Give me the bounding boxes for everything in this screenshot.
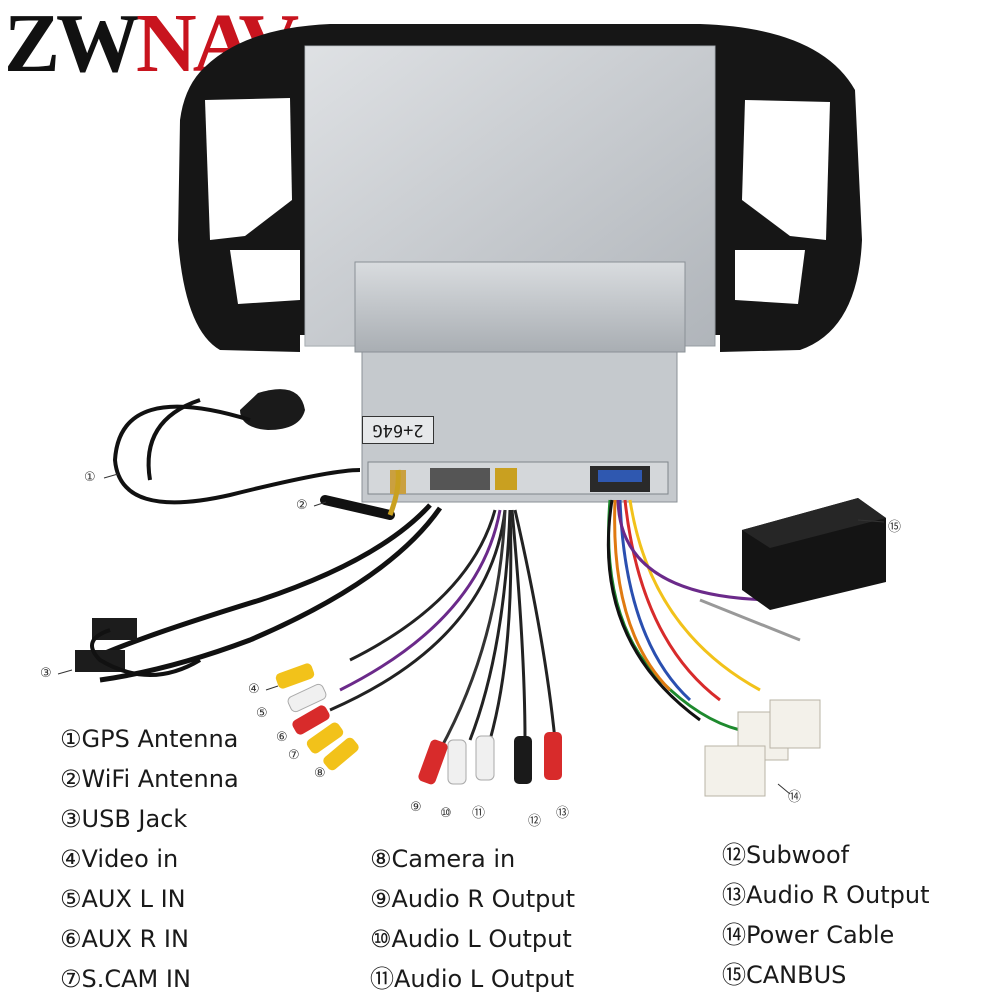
legend-column-1: ①GPS Antenna ②WiFi Antenna ③USB Jack ④Vi…	[60, 724, 239, 1004]
wifi-antenna	[320, 469, 401, 520]
legend-column-2: ⑧Camera in ⑨Audio R Output ⑩Audio L Outp…	[370, 844, 575, 1004]
legend-column-3: ⑫Subwoof ⑬Audio R Output ⑭Power Cable ⑮C…	[722, 840, 930, 1000]
legend-item: ⑭Power Cable	[722, 921, 895, 949]
callout-9: ⑨	[410, 800, 422, 815]
rca-plugs-video-aux	[275, 663, 359, 771]
legend-item: ③USB Jack	[60, 805, 188, 833]
callout-11: ⑪	[472, 806, 486, 821]
callout-3: ③	[40, 666, 52, 681]
power-connectors	[704, 578, 821, 797]
rca-plugs-audio	[418, 732, 562, 785]
legend-item: ⑬Audio R Output	[722, 881, 930, 909]
legend-item: ⑫Subwoof	[722, 841, 850, 869]
callout-4: ④	[248, 682, 260, 697]
legend-item: ①GPS Antenna	[60, 725, 239, 753]
callout-6: ⑥	[276, 730, 288, 745]
callout-13: ⑬	[556, 806, 570, 821]
legend-item: ⑥AUX R IN	[60, 925, 189, 953]
legend-item: ⑤AUX L IN	[60, 885, 186, 913]
callout-1: ①	[84, 470, 96, 485]
canbus-box	[742, 498, 886, 610]
legend-item: ⑨Audio R Output	[370, 885, 576, 913]
callout-10: ⑩	[440, 806, 452, 821]
head-unit-top	[354, 261, 686, 353]
rca-harness	[329, 509, 557, 751]
legend-item: ⑦S.CAM IN	[60, 965, 191, 993]
legend-item: ⑧Camera in	[370, 845, 516, 873]
memory-label: 2+64G	[362, 416, 434, 444]
legend-item: ④Video in	[60, 845, 179, 873]
gps-antenna	[112, 389, 361, 505]
callout-12: ⑫	[528, 814, 542, 829]
callout-7: ⑦	[288, 748, 300, 763]
legend-item: ②WiFi Antenna	[60, 765, 239, 793]
callout-8: ⑧	[314, 766, 326, 781]
callout-15: ⑮	[888, 520, 902, 535]
power-harness	[606, 499, 801, 732]
legend-item: ⑪Audio L Output	[370, 965, 575, 993]
callout-lines	[57, 473, 885, 795]
callout-2: ②	[296, 498, 308, 513]
callout-14: ⑭	[788, 790, 802, 805]
callout-5: ⑤	[256, 706, 268, 721]
legend-item: ⑩Audio L Output	[370, 925, 572, 953]
legend-item: ⑮CANBUS	[722, 961, 847, 989]
brand-logo-part1: ZW	[4, 0, 140, 90]
usb-cables	[75, 503, 443, 683]
